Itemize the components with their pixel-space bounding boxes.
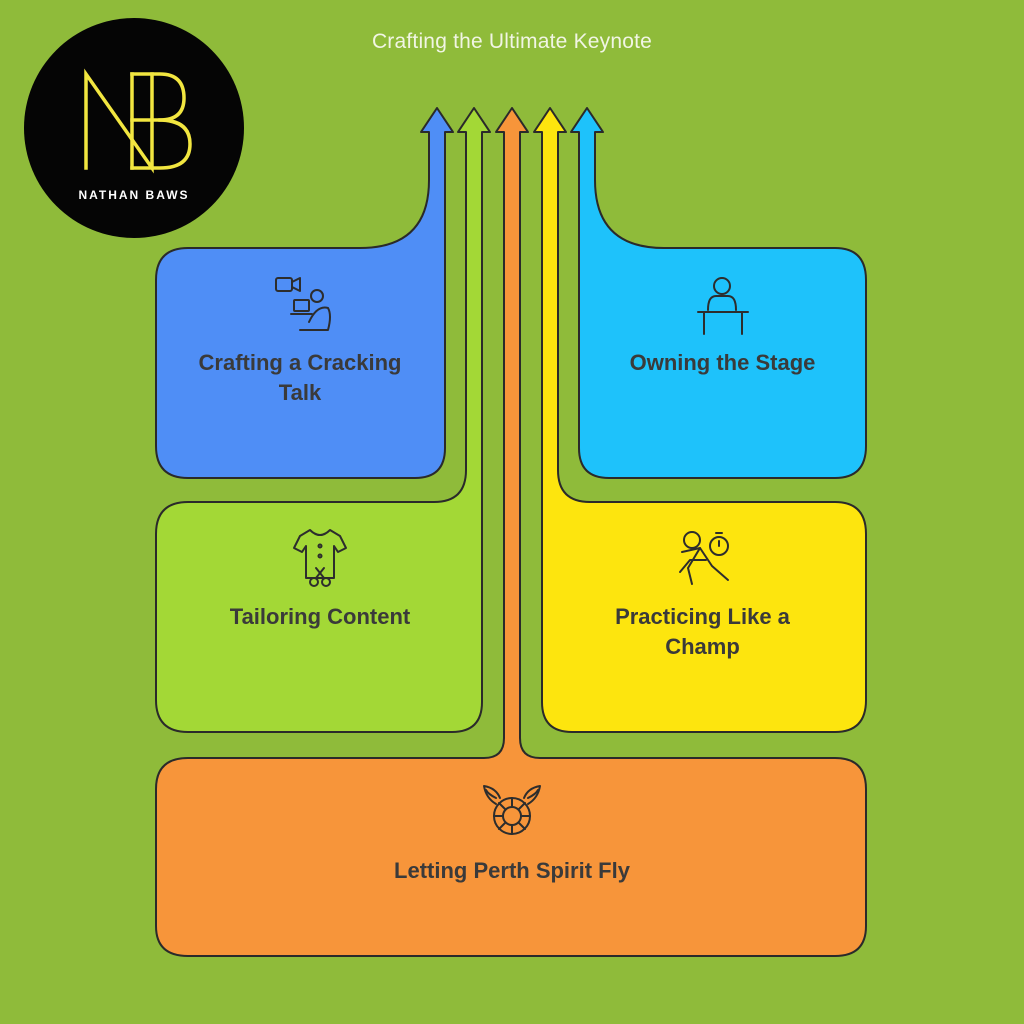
diagram-title: Crafting the Ultimate Keynote bbox=[371, 30, 653, 53]
nb-monogram-logo bbox=[84, 68, 192, 174]
step-label-perth: Letting Perth Spirit Fly bbox=[394, 858, 630, 883]
practicing-flow-shape bbox=[533, 107, 867, 733]
winged-ball-icon bbox=[483, 785, 541, 835]
runner-stopwatch-icon bbox=[679, 531, 729, 585]
tailoring-flow-shape bbox=[155, 107, 491, 733]
speaker-podium-icon bbox=[697, 277, 749, 335]
shirt-scissors-icon bbox=[293, 529, 347, 587]
step-label-owning: Owning the Stage bbox=[629, 350, 816, 375]
step-label-tailoring: Tailoring Content bbox=[229, 604, 411, 629]
perth-flow-shape bbox=[155, 107, 867, 957]
crafting-flow-shape bbox=[155, 107, 454, 479]
nathan-baws-logo: NATHAN BAWS bbox=[24, 18, 244, 238]
logo-name: NATHAN BAWS bbox=[78, 188, 190, 202]
step-label-practicing: Practicing Like a Champ bbox=[615, 604, 790, 659]
step-label-crafting: Crafting a Cracking Talk bbox=[198, 350, 402, 405]
presenter-laptop-video-icon bbox=[275, 277, 331, 331]
